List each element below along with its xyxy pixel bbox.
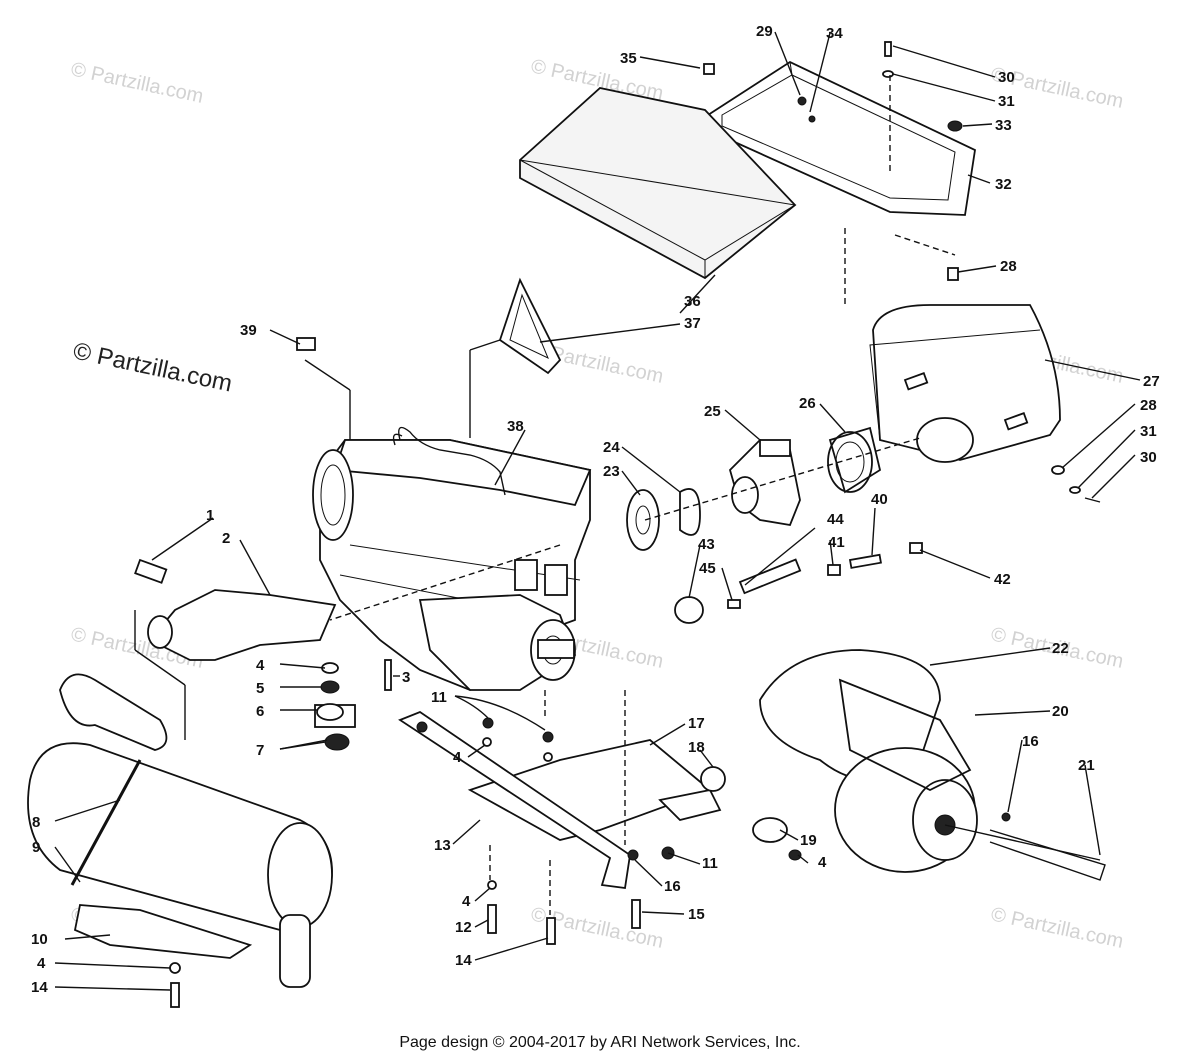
callout-label: 31	[998, 93, 1015, 110]
callout-label: 26	[799, 395, 816, 412]
exhaust-manifold	[134, 558, 337, 661]
callout-label: 45	[699, 560, 716, 577]
callout-label: 40	[871, 491, 888, 508]
small-hardware	[703, 41, 1101, 503]
carburetor-assembly	[626, 426, 882, 551]
callout-label: 17	[688, 715, 705, 732]
engine-assembly	[312, 426, 592, 692]
callout-label: 44	[827, 511, 844, 528]
callout-label: 23	[603, 463, 620, 480]
callout-label: 22	[1052, 640, 1069, 657]
callout-label: 28	[1000, 258, 1017, 275]
muffler-bracket	[73, 904, 253, 959]
callout-label: 27	[1143, 373, 1160, 390]
callout-label: 10	[31, 931, 48, 948]
callout-label: 13	[434, 837, 451, 854]
callout-label: 42	[994, 571, 1011, 588]
copyright-footer: Page design © 2004-2017 by ARI Network S…	[399, 1034, 801, 1051]
callout-label: 39	[240, 322, 257, 339]
callout-labels: 35 29 34 30 31 33 32 28 36 37 39 27 28 3…	[31, 23, 1160, 996]
main-watermark: © Partzilla.com	[71, 337, 235, 397]
callout-label: 4	[818, 854, 827, 871]
callout-label: 4	[256, 657, 265, 674]
callout-label: 34	[826, 25, 843, 42]
callout-label: 16	[1022, 733, 1039, 750]
watermark: © Partzilla.com	[69, 58, 205, 108]
muffler	[27, 673, 333, 988]
callout-label: 4	[37, 955, 46, 972]
callout-label: 20	[1052, 703, 1069, 720]
callout-label: 38	[507, 418, 524, 435]
callout-label: 8	[32, 814, 40, 831]
callout-label: 14	[455, 952, 472, 969]
callout-label: 37	[684, 315, 701, 332]
engine-mount-plate	[314, 659, 722, 890]
callout-label: 32	[995, 176, 1012, 193]
callout-label: 15	[688, 906, 705, 923]
callout-label: 18	[688, 739, 705, 756]
callout-label: 14	[31, 979, 48, 996]
callout-label: 36	[684, 293, 701, 310]
air-filter-foam	[519, 87, 797, 280]
gasket	[296, 277, 562, 375]
callout-label: 5	[256, 680, 264, 697]
callout-label: 29	[756, 23, 773, 40]
callout-label: 12	[455, 919, 472, 936]
callout-label: 43	[698, 536, 715, 553]
callout-label: 31	[1140, 423, 1157, 440]
callout-label: 7	[256, 742, 264, 759]
callout-label: 2	[222, 530, 230, 547]
callout-label: 11	[702, 855, 718, 872]
callout-label: 4	[462, 893, 471, 910]
drive-clutch	[759, 649, 1106, 881]
callout-label: 9	[32, 839, 40, 856]
leader-lines	[54, 31, 1141, 991]
callout-label: 25	[704, 403, 721, 420]
callout-label: 33	[995, 117, 1012, 134]
callout-label: 24	[603, 439, 620, 456]
callout-label: 35	[620, 50, 637, 67]
callout-label: 41	[828, 534, 845, 551]
callout-label: 6	[256, 703, 264, 720]
callout-label: 16	[664, 878, 681, 895]
air-silencer-base	[869, 304, 1061, 463]
callout-label: 21	[1078, 757, 1095, 774]
watermark: © Partzilla.com	[989, 903, 1125, 953]
callout-label: 19	[800, 832, 817, 849]
callout-label: 1	[206, 507, 214, 524]
callout-label: 30	[998, 69, 1015, 86]
callout-label: 4	[453, 749, 462, 766]
callout-label: 11	[431, 689, 447, 706]
callout-label: 30	[1140, 449, 1157, 466]
callout-label: 3	[402, 669, 410, 686]
callout-label: 28	[1140, 397, 1157, 414]
